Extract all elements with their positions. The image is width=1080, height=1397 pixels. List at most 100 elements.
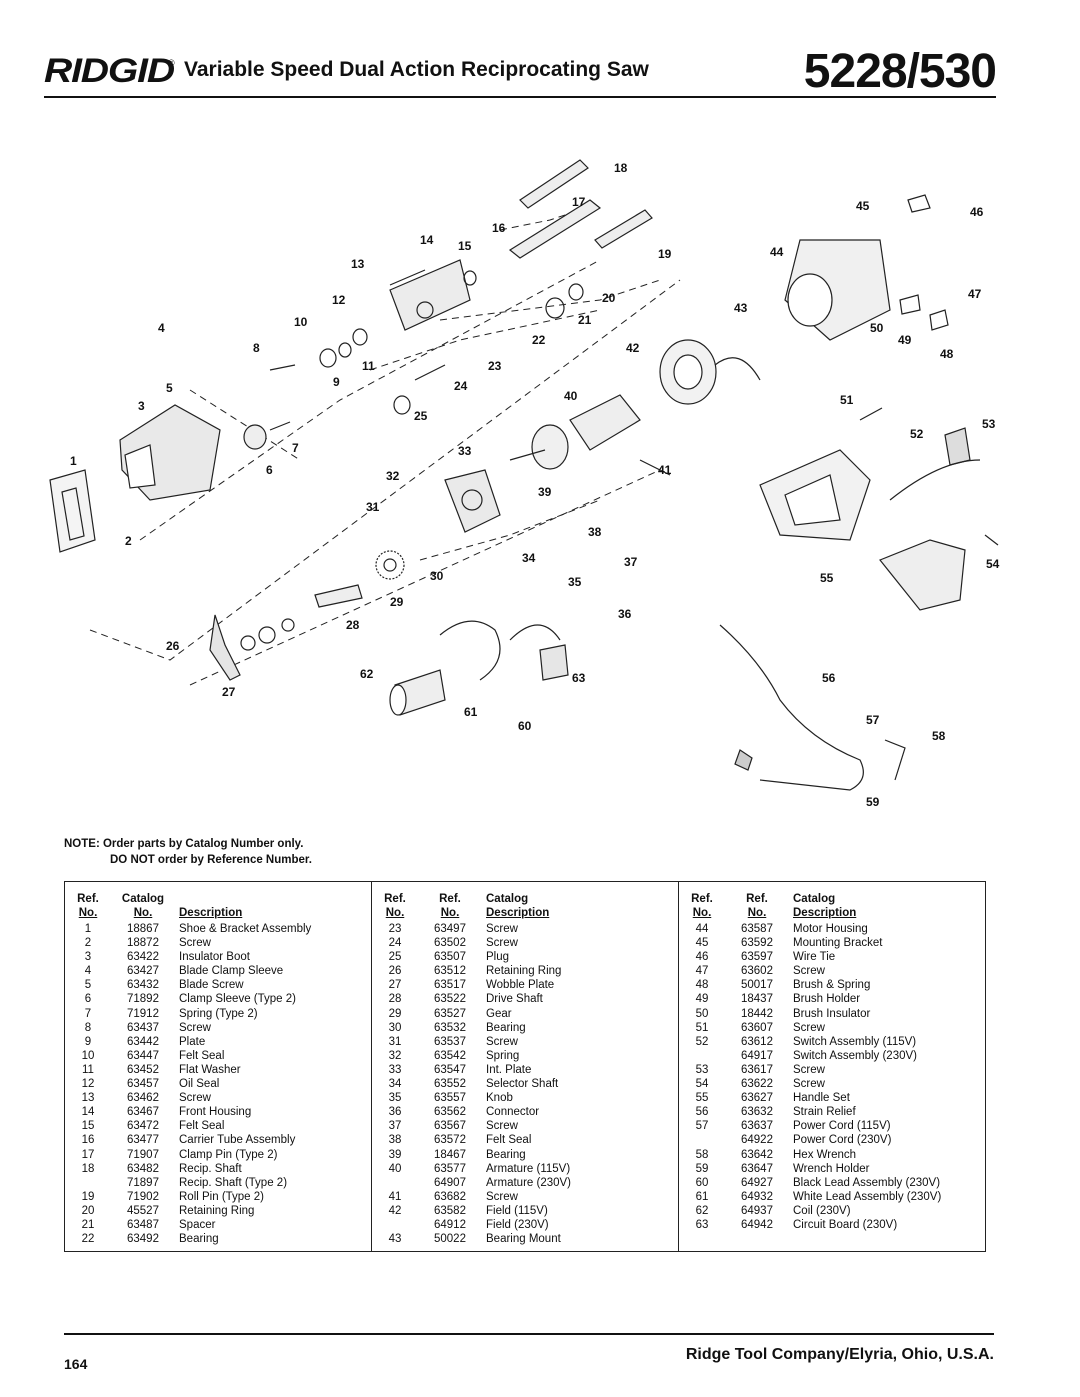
catalog-cell: 63612	[741, 1035, 773, 1048]
page-header: RIDGID ® Variable Speed Dual Action Reci…	[44, 44, 997, 100]
callout-27: 27	[222, 685, 236, 699]
callout-29: 29	[390, 595, 404, 609]
callout-11: 11	[362, 359, 375, 373]
company-name: Ridge Tool Company/Elyria, Ohio, U.S.A.	[685, 1346, 994, 1363]
callout-25: 25	[414, 409, 428, 423]
catalog-cell: 64907	[434, 1176, 466, 1189]
ref-cell	[679, 1133, 725, 1147]
description-cell: Screw	[793, 965, 825, 978]
callout-38: 38	[588, 525, 602, 539]
description-cell: Screw	[793, 1063, 825, 1076]
callout-15: 15	[458, 239, 472, 253]
ref-cell: 32	[388, 1049, 402, 1062]
footer-divider	[64, 1333, 994, 1335]
ref-cell: 19	[81, 1190, 95, 1203]
ref-cell	[65, 1176, 111, 1190]
catalog-cell: 63597	[741, 951, 773, 964]
callout-52: 52	[910, 427, 924, 441]
callout-10: 10	[294, 315, 308, 329]
description-cell: Wire Tie	[793, 951, 836, 964]
ref-cell: 44	[695, 923, 709, 935]
catalog-cell: 63437	[127, 1021, 159, 1034]
ref-cell: 39	[388, 1148, 402, 1161]
catalog-cell: 64937	[741, 1204, 773, 1217]
callout-50: 50	[870, 321, 884, 335]
ref-cell: 34	[388, 1078, 402, 1091]
ref-cell: 62	[695, 1204, 709, 1217]
callout-36: 36	[618, 607, 632, 621]
description-cell: Screw	[486, 923, 518, 935]
callout-16: 16	[492, 221, 506, 235]
ref-cell: 29	[388, 1007, 402, 1020]
description-cell: Spring	[486, 1049, 520, 1062]
ref-cell: 38	[388, 1134, 402, 1147]
ref-cell: 47	[695, 965, 709, 978]
catalog-cell: 63647	[741, 1162, 773, 1175]
catalog-cell: 63552	[434, 1078, 466, 1091]
callout-23: 23	[488, 359, 502, 373]
description-cell: Wrench Holder	[793, 1162, 870, 1175]
ref-cell: 22	[81, 1233, 95, 1246]
catalog-cell: 71912	[127, 1007, 159, 1020]
catalog-cell: 63472	[127, 1120, 159, 1133]
ref-cell: 27	[388, 979, 402, 992]
ref-cell	[372, 1218, 418, 1232]
catalog-cell: 63447	[127, 1049, 159, 1062]
exploded-view-drawing: 1 2 3 4 5 6 7 8 9 10 11 12 13 14 15 16 1…	[49, 159, 1000, 809]
header-divider	[44, 96, 996, 98]
ref-cell: 50	[695, 1007, 709, 1020]
callout-42: 42	[626, 341, 640, 355]
description-cell: Screw	[179, 1092, 211, 1105]
catalog-cell: 63492	[127, 1233, 159, 1246]
catalog-cell: 63547	[434, 1063, 466, 1076]
ref-cell: 26	[388, 965, 402, 978]
catalog-cell: 63627	[741, 1092, 773, 1105]
ref-cell: 21	[81, 1218, 95, 1231]
ref-cell: 48	[695, 979, 709, 992]
callout-26: 26	[166, 639, 180, 653]
catalog-cell: 63497	[434, 923, 466, 935]
description-cell: Connector	[486, 1106, 540, 1119]
catalog-cell: 63442	[127, 1035, 159, 1048]
ref-cell: 23	[388, 923, 402, 935]
description-cell: Screw	[793, 1021, 825, 1034]
callout-62: 62	[360, 667, 374, 681]
callout-39: 39	[538, 485, 552, 499]
description-cell: Screw	[486, 937, 518, 950]
ref-cell: 54	[695, 1078, 709, 1091]
ref-cell: 46	[695, 951, 709, 964]
callout-3: 3	[138, 399, 145, 413]
ordering-note: NOTE: Order parts by Catalog Number only…	[64, 836, 312, 868]
description-cell: Shoe & Bracket Assembly	[179, 923, 312, 935]
catalog-cell: 64912	[434, 1218, 466, 1231]
ref-cell: 28	[388, 993, 402, 1006]
ref-cell: 57	[695, 1120, 709, 1133]
ref-cell: 20	[81, 1204, 95, 1217]
description-cell: Screw	[486, 1035, 518, 1048]
description-cell: Recip. Shaft	[179, 1162, 242, 1175]
callout-41: 41	[658, 463, 672, 477]
description-cell: Brush & Spring	[793, 979, 871, 992]
catalog-cell: 63482	[127, 1162, 159, 1175]
callout-35: 35	[568, 575, 582, 589]
